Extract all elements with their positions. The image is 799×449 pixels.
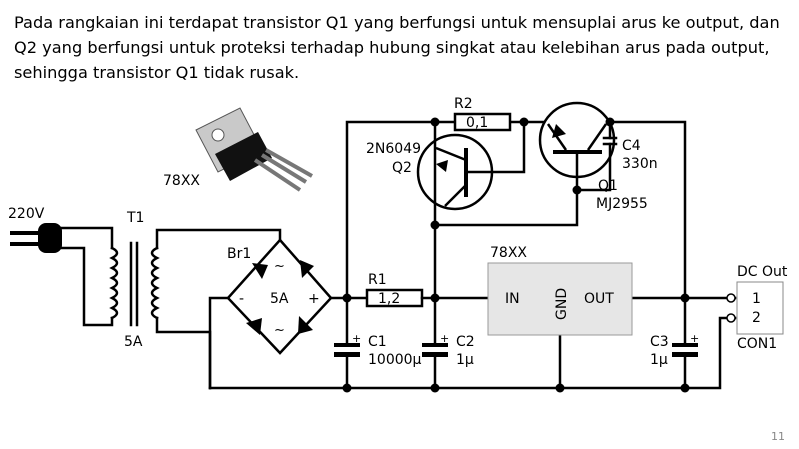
label-transformer-current: 5A	[124, 334, 143, 350]
pin2-terminal	[726, 313, 736, 323]
label-regulator-gnd: GND	[554, 288, 570, 320]
label-q2-part: 2N6049	[366, 141, 421, 157]
label-c3-value: 1µ	[650, 352, 668, 368]
transformer-primary-coil	[109, 246, 119, 320]
to220-package-icon	[195, 107, 313, 192]
label-r1-name: R1	[368, 272, 387, 288]
label-c1-name: C1	[368, 334, 387, 350]
description-line-3: sehingga transistor Q1 tidak rusak.	[14, 63, 300, 82]
label-connector: CON1	[737, 336, 777, 352]
transformer-secondary-coil	[150, 246, 160, 320]
label-regulator-in: IN	[505, 291, 520, 307]
label-pin2: 2	[752, 310, 761, 326]
page-number: 11	[771, 430, 785, 443]
label-q1-name: Q1	[598, 178, 618, 194]
wire-bus-left	[345, 120, 457, 300]
label-pin1: 1	[752, 291, 761, 307]
wire-primary-bottom	[58, 246, 114, 327]
label-transformer: T1	[126, 210, 144, 226]
label-dc-out: DC Out	[737, 264, 788, 280]
label-bridge-current: 5A	[270, 291, 289, 307]
label-package: 78XX	[163, 173, 200, 189]
label-c2-plus: +	[440, 332, 449, 345]
label-bridge-ac-top: ~	[274, 259, 285, 274]
label-r2-value: 0,1	[466, 115, 488, 131]
label-c4-name: C4	[622, 138, 641, 154]
label-q1-part: MJ2955	[596, 196, 648, 212]
pin1-terminal	[726, 293, 736, 303]
label-c2-name: C2	[456, 334, 475, 350]
power-plug-icon	[10, 223, 62, 253]
label-r1-value: 1,2	[378, 291, 400, 307]
label-c2-value: 1µ	[456, 352, 474, 368]
label-c1-plus: +	[352, 332, 361, 345]
label-bridge-plus: +	[308, 291, 320, 307]
bridge-diodes	[246, 260, 314, 335]
bridge-outline	[226, 238, 333, 355]
regulator-box	[487, 262, 633, 336]
wire-c4-bottom	[575, 142, 612, 192]
label-regulator-name: 78XX	[490, 245, 527, 261]
label-r2-name: R2	[454, 96, 473, 112]
label-c3-plus: +	[690, 332, 699, 345]
label-bridge: Br1	[227, 246, 251, 262]
description-line-1: Pada rangkaian ini terdapat transistor Q…	[14, 13, 780, 32]
wire-secondary-bottom	[155, 316, 212, 390]
label-input-voltage: 220V	[8, 206, 45, 222]
description-paragraph: Pada rangkaian ini terdapat transistor Q…	[14, 10, 789, 85]
label-c1-value: 10000µ	[368, 352, 422, 368]
label-c3-name: C3	[650, 334, 669, 350]
label-bridge-minus: -	[239, 291, 244, 307]
wire-secondary-top	[155, 228, 282, 250]
resistor-r2	[453, 112, 512, 132]
wire-bridge-minus	[208, 296, 230, 390]
wire-primary-top	[58, 226, 114, 250]
wire-q1-base	[433, 150, 579, 227]
q2-emitter-arrow	[436, 160, 448, 172]
connector-con1	[736, 281, 784, 335]
label-q2-name: Q2	[392, 160, 412, 176]
label-bridge-ac-bottom: ~	[274, 323, 285, 338]
junction-dots	[342, 117, 690, 393]
label-regulator-out: OUT	[584, 291, 614, 307]
wire-q2-base	[464, 120, 526, 174]
description-line-2: Q2 yang berfungsi untuk proteksi terhada…	[14, 38, 770, 57]
label-c4-value: 330n	[622, 156, 658, 172]
